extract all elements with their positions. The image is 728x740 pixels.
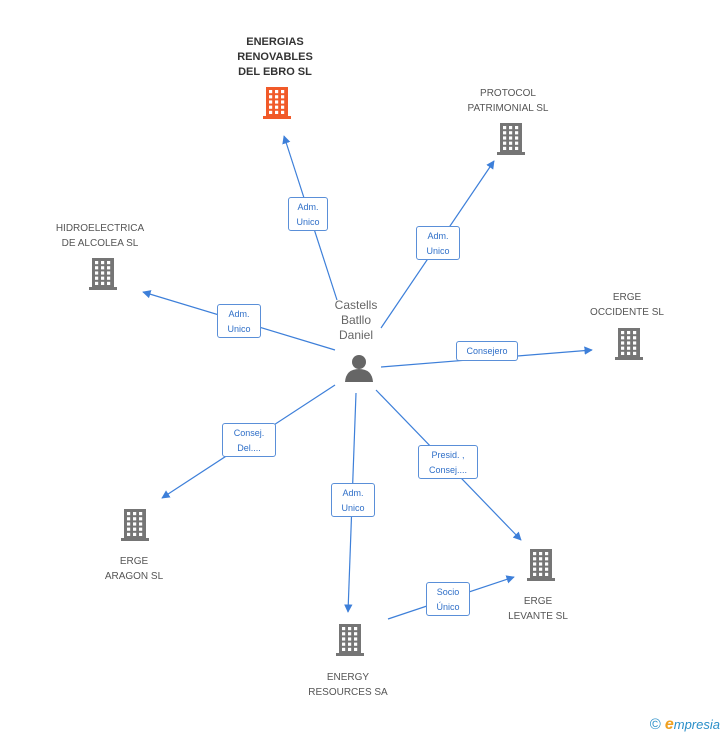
brand-initial: e <box>664 716 674 733</box>
company-label-energias[interactable]: ENERGIAS RENOVABLES DEL EBRO SL <box>237 35 313 78</box>
empresia-logo[interactable]: ©empresia <box>650 716 720 734</box>
building-icon-energy[interactable] <box>336 624 364 656</box>
edge-label-center-protocol[interactable]: Adm. Unico <box>416 226 460 260</box>
edge-label-center-levante[interactable]: Presid. , Consej.... <box>418 445 478 479</box>
building-icon-hidroelectrica[interactable] <box>89 258 117 290</box>
building-icon-levante[interactable] <box>527 549 555 581</box>
edge-label-center-energy[interactable]: Adm. Unico <box>331 483 375 517</box>
building-icon-occidente[interactable] <box>615 328 643 360</box>
company-label-protocol[interactable]: PROTOCOL PATRIMONIAL SL <box>467 88 549 114</box>
company-label-occidente[interactable]: ERGE OCCIDENTE SL <box>590 292 664 318</box>
building-icon-protocol[interactable] <box>497 123 525 155</box>
brand-name: mpresia <box>673 717 720 732</box>
edge-label-energy-levante[interactable]: Socio Único <box>426 582 470 616</box>
person-icon[interactable] <box>345 355 373 382</box>
building-icon-energias[interactable] <box>263 87 291 119</box>
company-label-aragon[interactable]: ERGE ARAGON SL <box>104 555 164 582</box>
edge-label-center-occidente[interactable]: Consejero <box>456 341 518 361</box>
edge-label-center-energias[interactable]: Adm. Unico <box>288 197 328 231</box>
building-icon-aragon[interactable] <box>121 509 149 541</box>
edge-label-center-hidroelectrica[interactable]: Adm. Unico <box>217 304 261 338</box>
company-label-energy[interactable]: ENERGY RESOURCES SA <box>308 671 388 698</box>
company-label-levante[interactable]: ERGE LEVANTE SL <box>508 595 568 622</box>
copyright-symbol: © <box>649 716 661 733</box>
company-label-hidroelectrica[interactable]: HIDROELECTRICA DE ALCOLEA SL <box>55 223 145 249</box>
edge-label-center-aragon[interactable]: Consej. Del.... <box>222 423 276 457</box>
person-name[interactable]: Castells Batllo Daniel <box>334 298 378 342</box>
